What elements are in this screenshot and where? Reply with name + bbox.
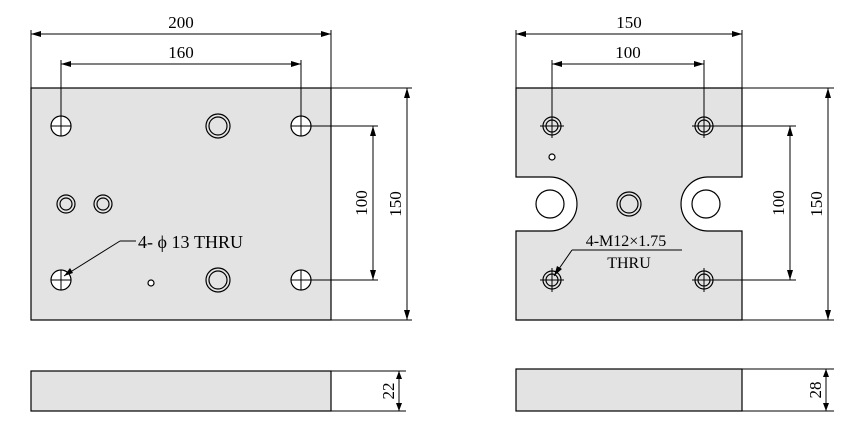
left-small-hole [147, 279, 155, 287]
left-pin-hole-1 [56, 194, 76, 214]
left-thru-hole-top-right [290, 115, 312, 137]
right-tapped-hole-bottom-right [692, 268, 716, 292]
left-hole-callout: 4- ϕ 13 THRU [63, 232, 243, 277]
left-dim-hole-spacing-y-label: 100 [352, 190, 371, 216]
right-dim-width-label: 150 [616, 13, 642, 32]
right-dim-height-label: 150 [807, 191, 826, 217]
right-small-hole [548, 153, 556, 161]
right-tapped-hole-top-right [692, 114, 716, 138]
left-plate-outline [30, 87, 332, 321]
left-thru-hole-top-left [50, 115, 72, 137]
left-part-side-view: 22 [30, 370, 406, 412]
right-side-outline [515, 368, 743, 412]
right-dim-height: 150 [742, 87, 834, 321]
right-slot-hole-right [691, 189, 721, 219]
left-dim-height: 150 [331, 87, 412, 321]
right-part-top-view: 150 100 100 150 [515, 13, 834, 321]
left-side-outline [30, 370, 332, 412]
right-part-side-view: 28 [515, 368, 834, 412]
left-dim-height-label: 150 [386, 191, 405, 217]
right-dim-hole-spacing-y: 100 [716, 125, 796, 281]
right-dim-hole-spacing-x-label: 100 [615, 43, 641, 62]
right-slot-hole-left [535, 189, 565, 219]
left-hole-note: 4- ϕ 13 THRU [138, 232, 243, 252]
right-dim-thickness-label: 28 [806, 382, 825, 399]
left-counterbore-bottom [205, 267, 231, 293]
right-thread-note-line2: THRU [607, 255, 651, 272]
right-thread-callout: 4-M12×1.75 THRU [553, 233, 682, 277]
left-dim-hole-spacing-y: 100 [311, 125, 378, 281]
right-thread-note-line1: 4-M12×1.75 [586, 233, 667, 250]
left-dim-hole-spacing-x: 160 [60, 43, 302, 116]
left-dim-thickness-label: 22 [379, 383, 398, 400]
left-pin-hole-2 [93, 194, 113, 214]
left-dim-hole-spacing-x-label: 160 [168, 43, 194, 62]
left-part-top-view: 200 160 100 150 [30, 13, 412, 321]
left-counterbore-top [205, 113, 231, 139]
right-dim-hole-spacing-x: 100 [551, 43, 705, 114]
right-dim-hole-spacing-y-label: 100 [769, 190, 788, 216]
right-dim-width: 150 [515, 13, 743, 88]
left-thru-hole-bottom-right [290, 269, 312, 291]
left-dim-width-label: 200 [168, 13, 194, 32]
right-tapped-hole-top-left [540, 114, 564, 138]
right-center-hole [616, 191, 642, 217]
right-tapped-hole-bottom-left [540, 268, 564, 292]
left-dim-width: 200 [30, 13, 332, 88]
